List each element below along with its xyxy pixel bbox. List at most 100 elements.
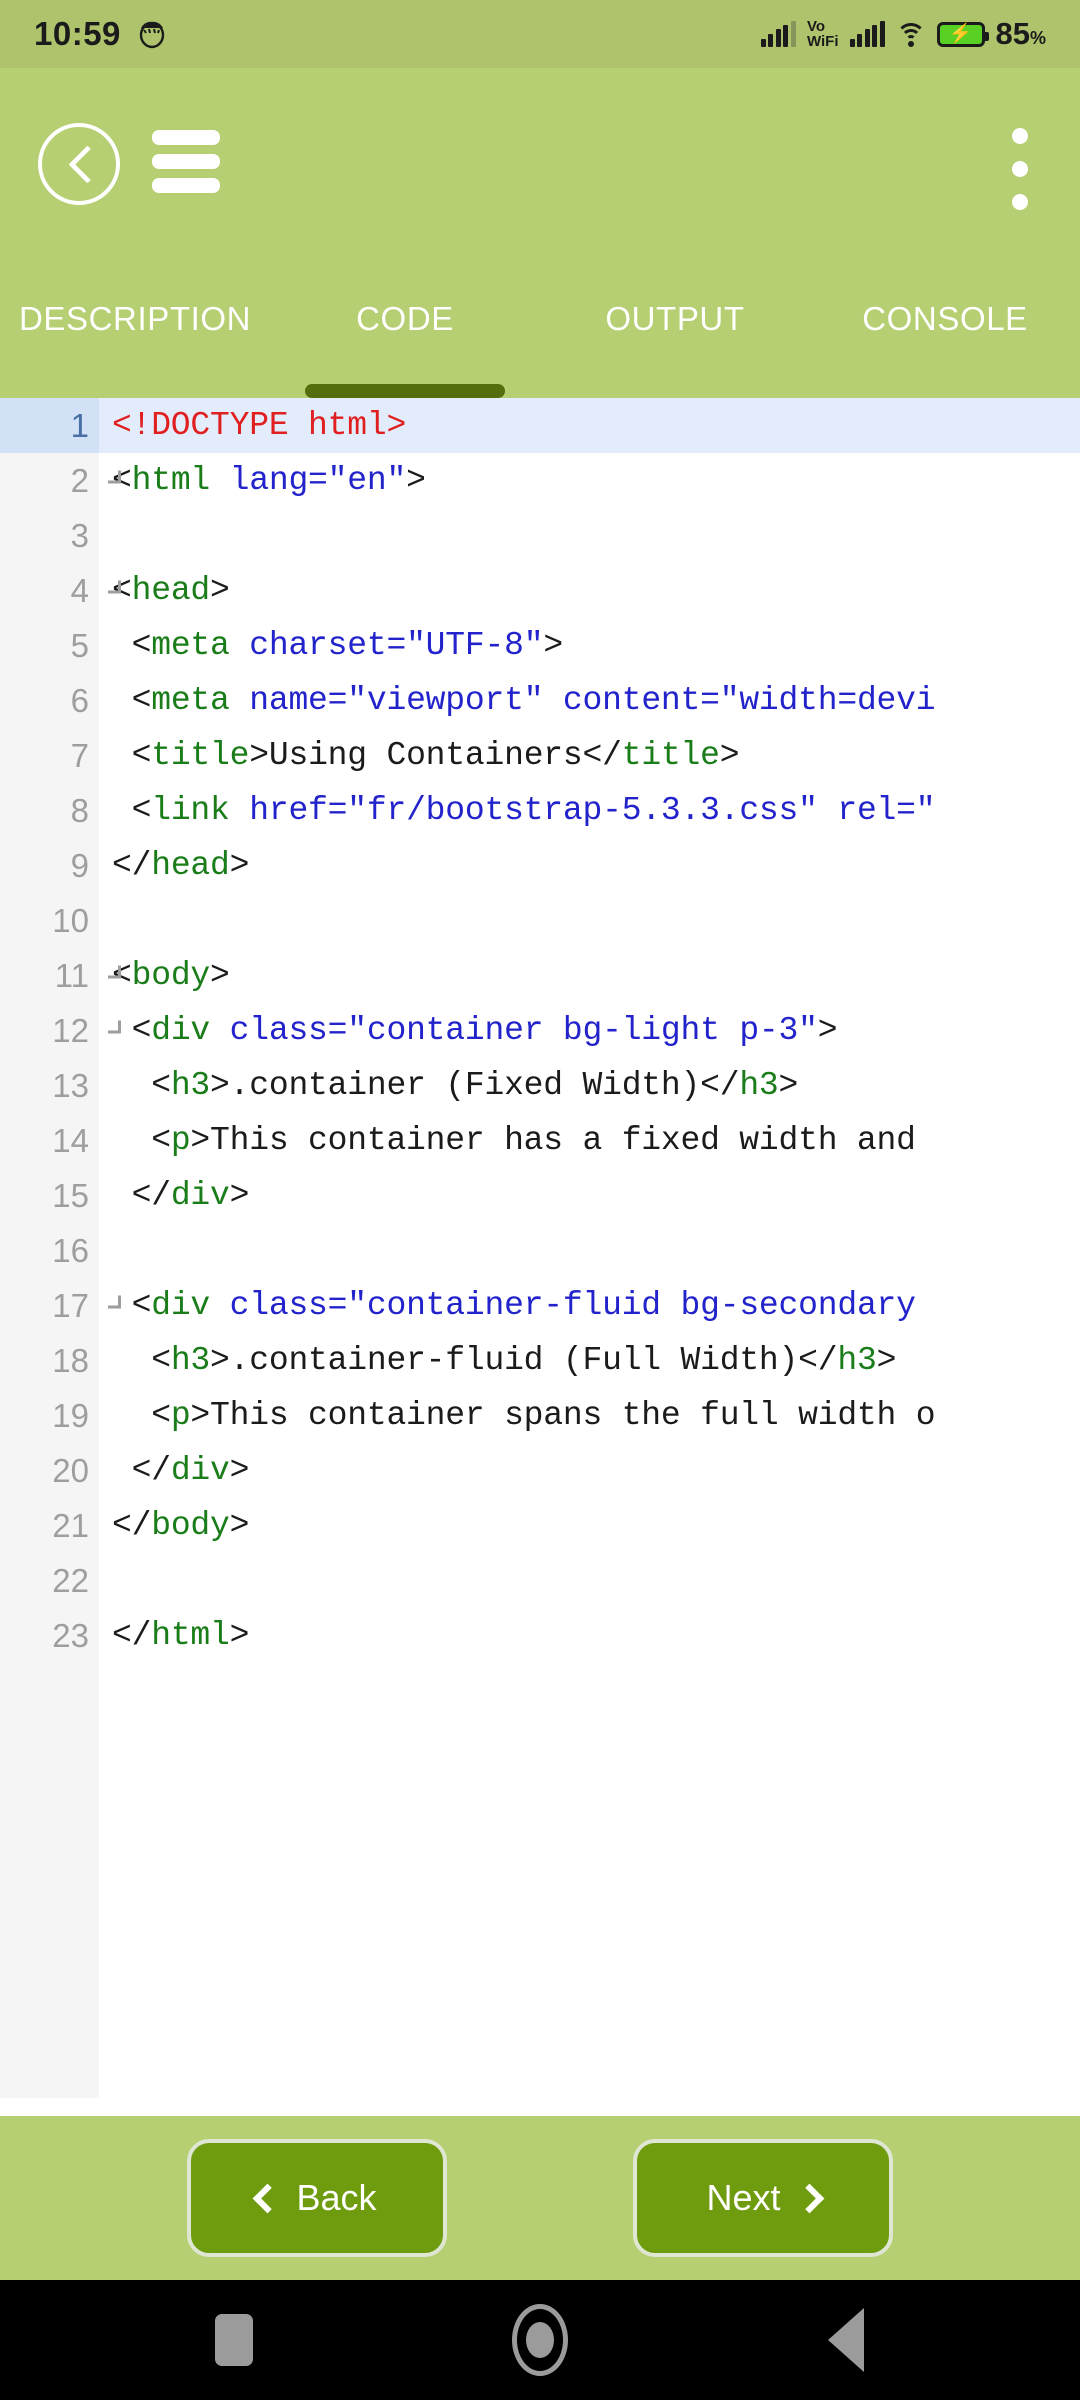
line-number: 11 xyxy=(0,948,121,1003)
tab-console[interactable]: CONSOLE xyxy=(810,260,1080,398)
status-bar-right: Vo WiFi ⚡ 85% xyxy=(760,16,1047,52)
line-number: 17 xyxy=(0,1278,121,1333)
code-token: > xyxy=(210,572,230,609)
code-token: < xyxy=(112,627,152,664)
code-token: h3 xyxy=(170,1067,211,1104)
code-line[interactable]: 4<head> xyxy=(0,563,1080,618)
hamburger-menu-icon[interactable] xyxy=(152,130,220,202)
battery-percent-value: 85 xyxy=(995,16,1030,51)
code-line[interactable]: 23</html> xyxy=(0,1608,1080,1663)
code-token: < xyxy=(112,462,132,499)
chevron-down-icon[interactable] xyxy=(108,965,121,978)
code-token: >This container has a fixed width and xyxy=(190,1122,916,1159)
signal-bars-icon xyxy=(760,21,796,47)
back-slot[interactable] xyxy=(693,2308,999,2372)
code-line[interactable]: 7 <title>Using Containers</title> xyxy=(0,728,1080,783)
code-line[interactable]: 8 <link href="fr/bootstrap-5.3.3.css" re… xyxy=(0,783,1080,838)
code-line[interactable]: 19 <p>This container spans the full widt… xyxy=(0,1388,1080,1443)
bottom-nav-bar: Back Next xyxy=(0,2116,1080,2280)
battery-percent-symbol: % xyxy=(1029,28,1046,48)
code-token: </ xyxy=(112,847,152,884)
battery-percent: 85% xyxy=(996,16,1047,52)
code-token: < xyxy=(112,957,132,994)
android-navigation-bar xyxy=(0,2280,1080,2400)
line-number: 18 xyxy=(52,1341,89,1379)
code-token: < xyxy=(112,1287,152,1324)
chevron-down-icon[interactable] xyxy=(108,1020,121,1033)
code-token: class="container bg-light p-3" xyxy=(229,1012,818,1049)
code-text: </head> xyxy=(99,847,1080,884)
chevron-left-icon xyxy=(253,2183,283,2213)
code-text: <body> xyxy=(99,957,1080,994)
code-token: class="container-fluid bg-secondary xyxy=(229,1287,916,1324)
chevron-down-icon[interactable] xyxy=(108,1295,121,1308)
triangle-back-icon[interactable] xyxy=(828,2308,864,2372)
code-line[interactable]: 6 <meta name="viewport" content="width=d… xyxy=(0,673,1080,728)
code-token: > xyxy=(719,737,740,774)
code-line[interactable]: 20 </div> xyxy=(0,1443,1080,1498)
code-token: div xyxy=(151,1287,211,1324)
code-line[interactable]: 10 xyxy=(0,893,1080,948)
tab-output[interactable]: OUTPUT xyxy=(540,260,810,398)
chevron-right-icon xyxy=(794,2183,824,2213)
code-line[interactable]: 3 xyxy=(0,508,1080,563)
battery-charging-icon: ⚡ xyxy=(936,21,989,47)
code-token: <!DOCTYPE html> xyxy=(112,407,407,444)
code-token: > xyxy=(229,1617,250,1654)
code-token: html xyxy=(151,1617,230,1654)
chevron-down-icon[interactable] xyxy=(108,470,121,483)
code-line[interactable]: 22 xyxy=(0,1553,1080,1608)
line-number: 1 xyxy=(0,398,99,453)
code-text: <title>Using Containers</title> xyxy=(99,737,1080,774)
code-line[interactable]: 11<body> xyxy=(0,948,1080,1003)
code-token: > xyxy=(876,1342,897,1379)
recents-slot[interactable] xyxy=(81,2314,387,2366)
chevron-down-icon[interactable] xyxy=(108,580,121,593)
code-line[interactable]: 16 xyxy=(0,1223,1080,1278)
code-token: > xyxy=(543,627,563,664)
code-line[interactable]: 13 <h3>.container (Fixed Width)</h3> xyxy=(0,1058,1080,1113)
code-token: Using Containers xyxy=(268,737,583,774)
code-token: href="fr/bootstrap-5.3.3.css" rel=" xyxy=(249,792,936,829)
code-token: title xyxy=(621,737,720,774)
line-number: 4 xyxy=(0,563,121,618)
overflow-menu-icon[interactable] xyxy=(1012,128,1028,227)
code-token: html xyxy=(131,462,211,499)
circle-home-icon[interactable] xyxy=(512,2304,568,2376)
tab-code[interactable]: CODE xyxy=(270,260,540,398)
code-token: < xyxy=(112,1397,171,1434)
code-token: >This container spans the full width o xyxy=(190,1397,936,1434)
code-line[interactable]: 17 <div class="container-fluid bg-second… xyxy=(0,1278,1080,1333)
code-token: charset="UTF-8" xyxy=(249,627,544,664)
code-token: < xyxy=(112,792,152,829)
code-line[interactable]: 9</head> xyxy=(0,838,1080,893)
code-line[interactable]: 2<html lang="en"> xyxy=(0,453,1080,508)
line-number: 7 xyxy=(70,736,89,774)
code-line[interactable]: 5 <meta charset="UTF-8"> xyxy=(0,618,1080,673)
code-token: < xyxy=(112,682,152,719)
code-line[interactable]: 21</body> xyxy=(0,1498,1080,1553)
line-number: 8 xyxy=(70,791,89,829)
tab-description[interactable]: DESCRIPTION xyxy=(0,260,270,398)
code-line[interactable]: 1 <!DOCTYPE html> xyxy=(0,398,1080,453)
code-text: <div class="container-fluid bg-secondary xyxy=(99,1287,1080,1324)
square-recents-icon[interactable] xyxy=(215,2314,253,2366)
back-button[interactable]: Back xyxy=(187,2139,447,2257)
home-slot[interactable] xyxy=(387,2304,693,2376)
code-token: body xyxy=(151,1507,230,1544)
code-line[interactable]: 15 </div> xyxy=(0,1168,1080,1223)
code-line[interactable]: 14 <p>This container has a fixed width a… xyxy=(0,1113,1080,1168)
back-arrow-circle-icon[interactable] xyxy=(38,123,120,205)
line-number: 19 xyxy=(52,1396,89,1434)
code-token: h3 xyxy=(837,1342,877,1379)
code-token: p xyxy=(170,1122,191,1159)
code-token: name="viewport" content="width=devi xyxy=(249,682,936,719)
code-line[interactable]: 18 <h3>.container-fluid (Full Width)</h3… xyxy=(0,1333,1080,1388)
line-number: 6 xyxy=(70,681,89,719)
code-line[interactable]: 12 <div class="container bg-light p-3"> xyxy=(0,1003,1080,1058)
code-token: > xyxy=(229,847,250,884)
next-button-label: Next xyxy=(706,2177,781,2218)
next-button[interactable]: Next xyxy=(633,2139,893,2257)
